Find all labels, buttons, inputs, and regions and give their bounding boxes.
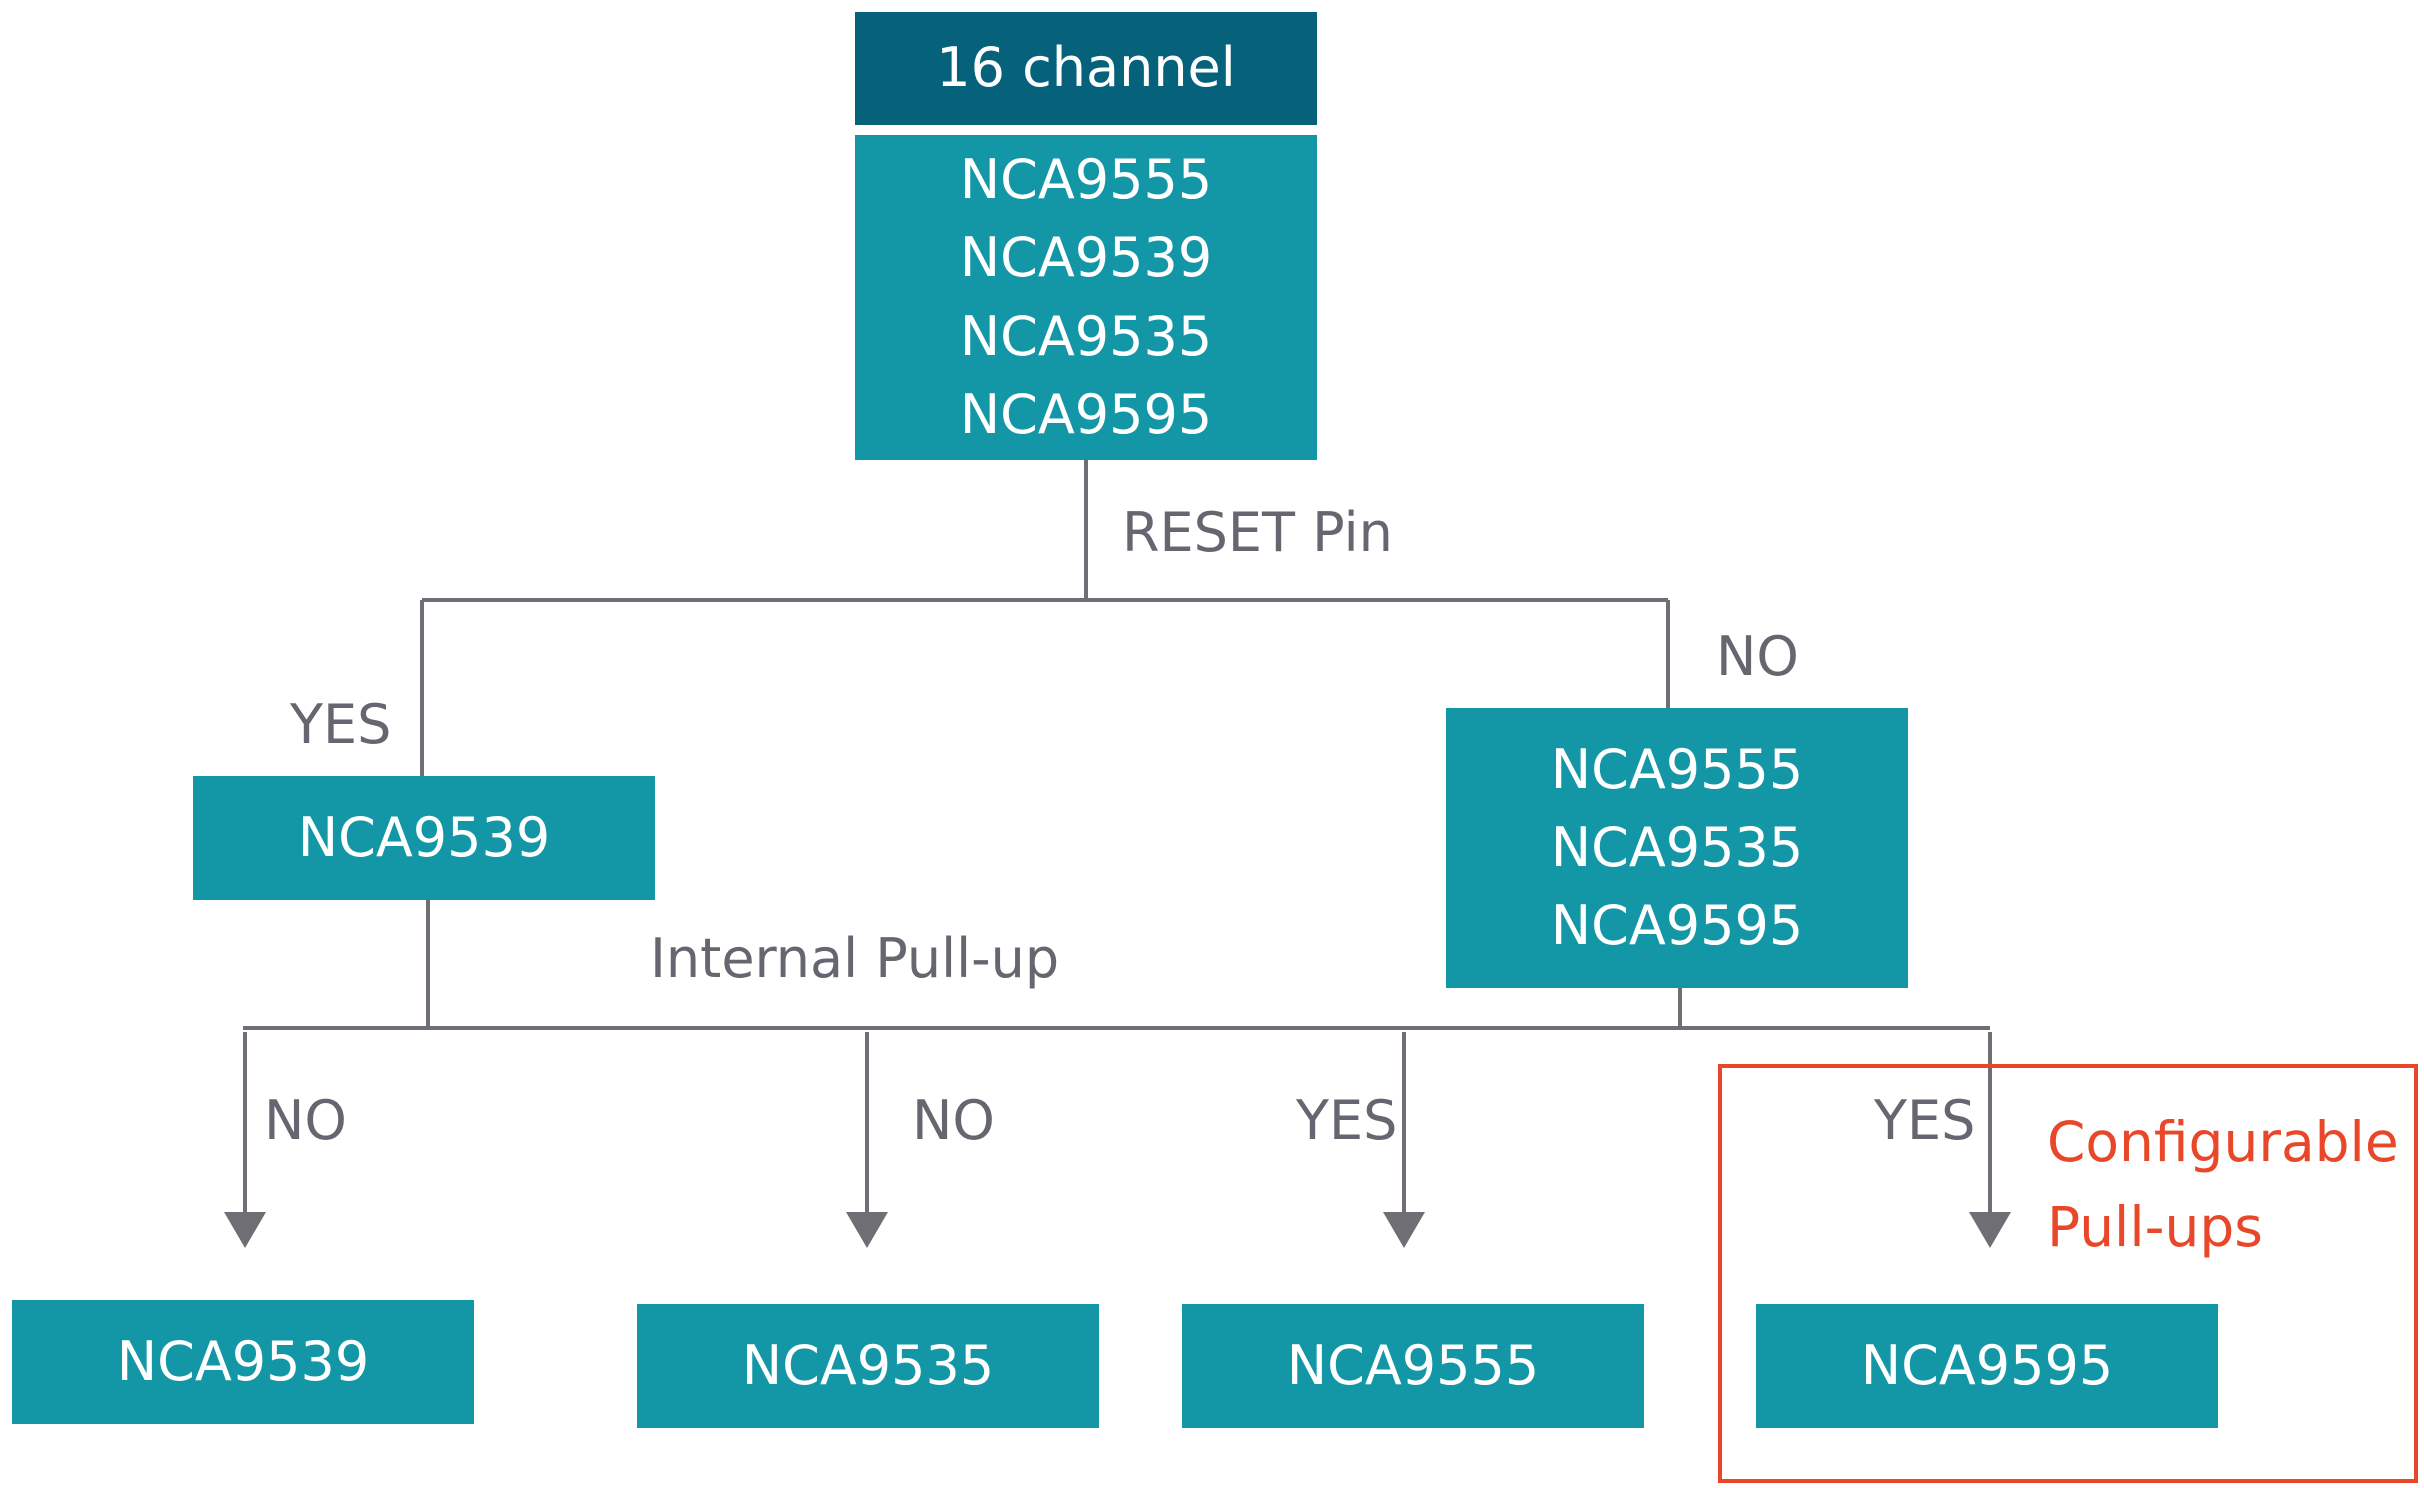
root-part: NCA9555 — [959, 147, 1213, 211]
root-part: NCA9595 — [959, 382, 1213, 446]
configurable-pullups-line-1: Configurable — [2047, 1110, 2399, 1174]
root-parts-box: NCA9555 NCA9539 NCA9535 NCA9595 — [855, 135, 1317, 460]
no-branch-box: NCA9555 NCA9535 NCA9595 — [1446, 708, 1908, 988]
leaf-1-arrowhead — [224, 1212, 266, 1248]
leaf-part: NCA9555 — [1286, 1333, 1540, 1397]
pullup-branch-label-2: NO — [912, 1089, 995, 1152]
pullup-branch-label-3: YES — [1296, 1089, 1398, 1152]
configurable-pullups-label: Configurable Pull-ups — [2047, 1100, 2399, 1271]
reset-yes-label: YES — [290, 693, 392, 756]
no-branch-part: NCA9535 — [1550, 815, 1804, 879]
leaf-node-4: NCA9595 — [1756, 1304, 2218, 1428]
reset-pin-label: RESET Pin — [1122, 501, 1393, 564]
configurable-pullups-line-2: Pull-ups — [2047, 1195, 2263, 1260]
reset-no-label: NO — [1716, 625, 1799, 688]
leaf-3-arrowhead — [1383, 1212, 1425, 1248]
yes-branch-box: NCA9539 — [193, 776, 655, 900]
no-branch-part: NCA9555 — [1550, 737, 1804, 801]
leaf-part: NCA9539 — [116, 1329, 370, 1393]
yes-branch-part: NCA9539 — [297, 805, 551, 869]
leaf-node-1: NCA9539 — [12, 1300, 474, 1424]
leaf-4-arrowhead — [1969, 1212, 2011, 1248]
no-branch-part: NCA9595 — [1550, 894, 1804, 958]
leaf-part: NCA9535 — [741, 1333, 995, 1397]
internal-pullup-label: Internal Pull-up — [650, 927, 1060, 990]
leaf-node-2: NCA9535 — [637, 1304, 1099, 1428]
root-header-label: 16 channel — [936, 36, 1236, 100]
root-part: NCA9535 — [959, 304, 1213, 368]
leaf-2-arrowhead — [846, 1212, 888, 1248]
pullup-branch-label-4: YES — [1874, 1089, 1976, 1152]
leaf-part: NCA9595 — [1860, 1333, 2114, 1397]
pullup-branch-label-1: NO — [264, 1089, 347, 1152]
leaf-node-3: NCA9555 — [1182, 1304, 1644, 1428]
root-part: NCA9539 — [959, 226, 1213, 290]
root-header: 16 channel — [855, 12, 1317, 125]
highlight-frame — [1718, 1064, 2418, 1483]
